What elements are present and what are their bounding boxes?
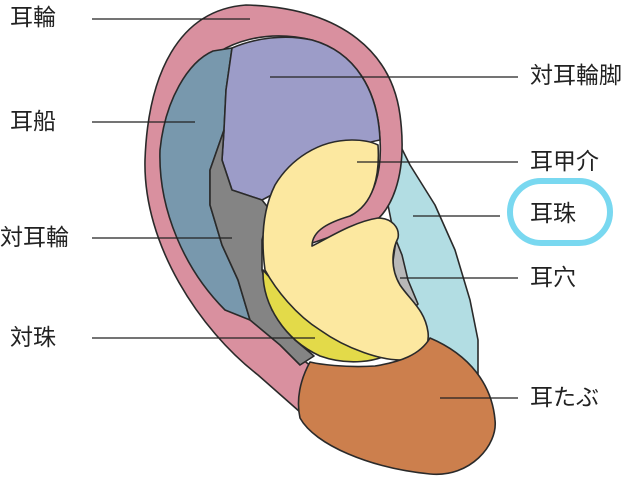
label-scapha: 耳船: [10, 109, 56, 135]
label-antitragus: 対珠: [10, 325, 56, 351]
label-tragus: 耳珠: [530, 201, 576, 227]
label-lobe: 耳たぶ: [530, 385, 599, 411]
leader-lines: [92, 18, 518, 399]
lobe-region: [297, 337, 496, 476]
label-concha: 耳甲介: [530, 149, 599, 175]
label-antihelix: 対耳輪: [0, 225, 69, 251]
concha-region: [262, 139, 429, 361]
tragus-highlight-circle: [507, 178, 613, 246]
ear-illustration: [144, 4, 496, 476]
label-helix: 耳輪: [10, 5, 56, 31]
label-canal: 耳穴: [530, 265, 576, 291]
label-crura: 対耳輪脚: [530, 63, 622, 89]
